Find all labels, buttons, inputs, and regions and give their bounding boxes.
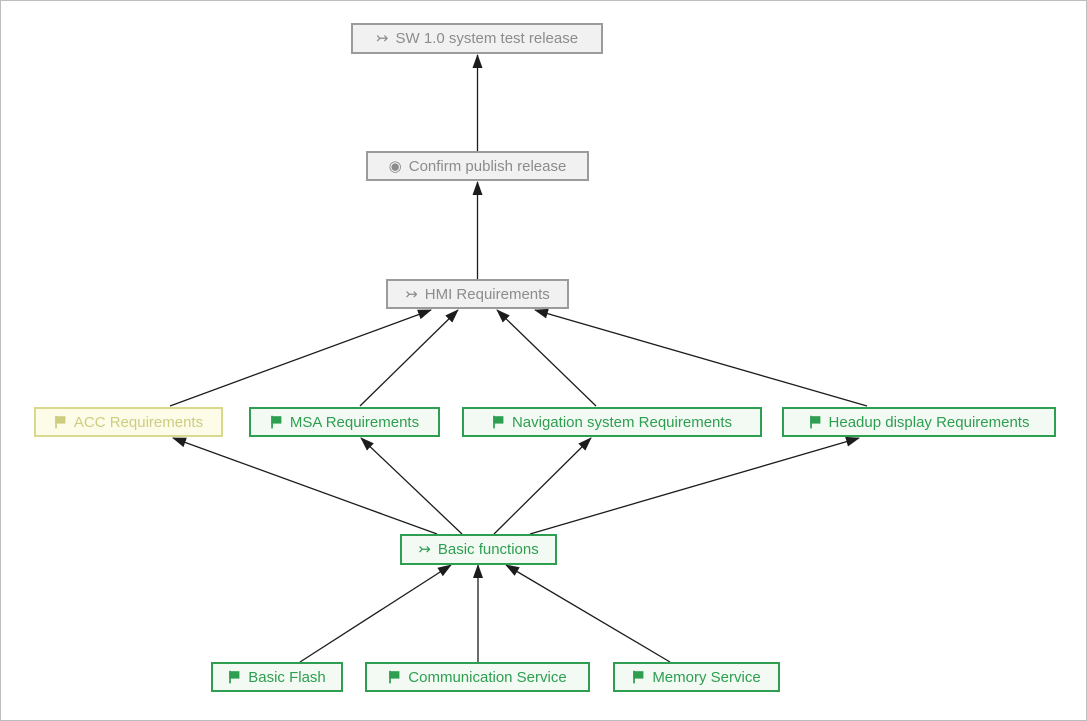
flag-icon [228,670,241,684]
fisheye-icon: ◉ [388,157,402,175]
edge-navigation-system-to-hmi-requirements [496,309,597,407]
node-label: Basic functions [437,541,539,558]
flag-icon [388,670,401,684]
node-label: Communication Service [408,668,567,686]
node-basic-functions[interactable]: ↣ Basic functions [400,534,557,565]
edge-headup-display-to-hmi-requirements [534,308,868,407]
node-label: Confirm publish release [408,157,567,175]
node-headup-display-requirements[interactable]: Headup display Requirements [782,407,1056,437]
node-sw-1-0-system-test-release[interactable]: ↣ SW 1.0 system test release [351,23,603,54]
node-label: MSA Requirements [289,413,420,431]
flag-icon [632,670,645,684]
edge-acc-requirements-to-hmi-requirements [169,309,432,407]
edge-basic-flash-to-basic-functions [299,564,452,663]
node-confirm-publish-release[interactable]: ◉ Confirm publish release [366,151,589,181]
node-memory-service[interactable]: Memory Service [613,662,780,692]
edge-basic-functions-to-acc-requirements [172,437,438,535]
edge-memory-service-to-basic-functions [505,564,671,663]
node-basic-flash[interactable]: Basic Flash [211,662,343,692]
arrow-with-tail-icon: ↣ [375,30,389,47]
node-acc-requirements[interactable]: ACC Requirements [34,407,223,437]
flag-icon [54,415,67,429]
node-navigation-system-requirements[interactable]: Navigation system Requirements [462,407,762,437]
arrow-with-tail-icon: ↣ [418,541,431,558]
arrow-with-tail-icon: ↣ [405,285,418,303]
node-msa-requirements[interactable]: MSA Requirements [249,407,440,437]
node-label: Navigation system Requirements [511,413,733,431]
node-label: ACC Requirements [73,413,204,431]
edge-basic-functions-to-headup-display [529,436,860,535]
node-label: SW 1.0 system test release [395,30,579,47]
edge-basic-functions-to-msa-requirements [360,437,463,535]
flag-icon [809,415,822,429]
edge-msa-requirements-to-hmi-requirements [359,309,459,407]
node-hmi-requirements[interactable]: ↣ HMI Requirements [386,279,569,309]
node-label: HMI Requirements [424,285,550,303]
edge-basic-functions-to-navigation-system [493,437,592,535]
flag-icon [492,415,505,429]
node-label: Basic Flash [248,668,326,686]
node-communication-service[interactable]: Communication Service [365,662,590,692]
node-label: Headup display Requirements [828,413,1030,431]
node-label: Memory Service [652,668,761,686]
flag-icon [270,415,283,429]
